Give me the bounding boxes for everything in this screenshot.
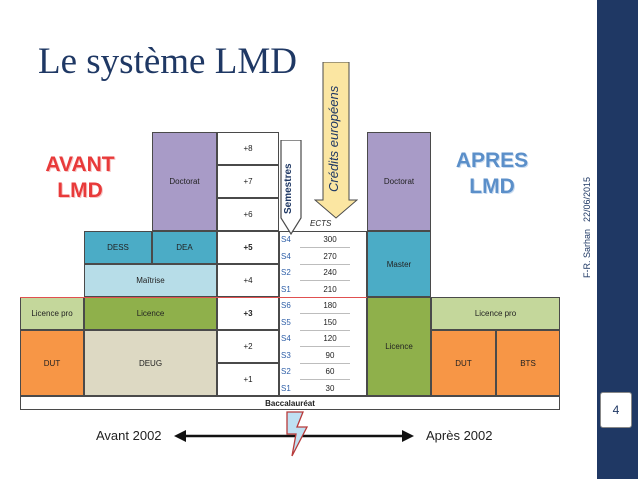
semester-label: S4 [281, 252, 291, 261]
page-title: Le système LMD [38, 41, 297, 82]
semester-label: S1 [281, 384, 291, 393]
ects-gridline [300, 280, 350, 281]
credits-europeens-label: Crédits européens [326, 85, 341, 192]
timeline-double-arrow-icon [174, 430, 414, 442]
ects-gridline [300, 313, 350, 314]
ects-value: 30 [325, 384, 335, 393]
apres-line1: APRES [455, 149, 529, 172]
ects-gridline [300, 264, 350, 265]
level-cell: +8 [217, 132, 279, 165]
level-cell: +7 [217, 165, 279, 198]
level-cell: +5 [217, 231, 279, 264]
semester-label: S2 [281, 367, 291, 376]
dea-box: DEA [152, 231, 217, 264]
bts-box: BTS [496, 330, 560, 396]
level-cell: +2 [217, 330, 279, 363]
apres-line2: LMD [469, 175, 515, 198]
slide-author: F-R. Sarhan [582, 228, 592, 278]
avant-line1: AVANT [45, 153, 115, 176]
master-box: Master [367, 231, 431, 297]
dess-box: DESS [84, 231, 152, 264]
page-number: 4 [600, 392, 632, 428]
semester-label: S4 [281, 334, 291, 343]
deug-box: DEUG [84, 330, 217, 396]
semester-label: S1 [281, 285, 291, 294]
slide-date: 22/06/2015 [582, 176, 592, 222]
ects-value: 270 [323, 252, 337, 261]
semester-label: S6 [281, 301, 291, 310]
ects-value: 180 [323, 301, 337, 310]
apres-lmd-label: APRES LMD [452, 148, 532, 200]
level-cell: +3 [217, 297, 279, 330]
ects-value: 90 [325, 351, 335, 360]
ects-value: 60 [325, 367, 335, 376]
ects-value: 240 [323, 268, 337, 277]
credits-arrow-icon [314, 62, 358, 219]
ects-value: 300 [323, 235, 337, 244]
level-cell: +4 [217, 264, 279, 297]
ects-value: 120 [323, 334, 337, 343]
ects-gridline [300, 363, 350, 364]
licence-pro-box-left: Licence pro [20, 297, 84, 330]
licence-box-left: Licence [84, 297, 217, 330]
semestres-label: Semestres [283, 163, 294, 214]
licence-pro-box-right: Licence pro [431, 297, 560, 330]
ects-value: 210 [323, 285, 337, 294]
licence-level-line [20, 297, 560, 298]
timeline-right-label: Après 2002 [426, 428, 493, 443]
ects-label: ECTS [310, 219, 332, 228]
doctorat-box-right: Doctorat [367, 132, 431, 231]
semester-label: S2 [281, 268, 291, 277]
semester-label: S3 [281, 351, 291, 360]
level-cell: +6 [217, 198, 279, 231]
dut-box-right: DUT [431, 330, 496, 396]
maitrise-box: Maîtrise [84, 264, 217, 297]
timeline-left-label: Avant 2002 [96, 428, 162, 443]
avant-lmd-label: AVANT LMD [40, 152, 120, 204]
licence-box-right: Licence [367, 297, 431, 396]
ects-gridline [300, 346, 350, 347]
ects-gridline [300, 247, 350, 248]
baccalaureat-bar: Baccalauréat [20, 396, 560, 410]
ects-gridline [300, 379, 350, 380]
level-cell: +1 [217, 363, 279, 396]
semester-label: S4 [281, 235, 291, 244]
ects-value: 150 [323, 318, 337, 327]
ects-gridline [300, 330, 350, 331]
dut-box-left: DUT [20, 330, 84, 396]
avant-line2: LMD [57, 179, 103, 202]
doctorat-box-left: Doctorat [152, 132, 217, 231]
semestres-arrow-icon [280, 140, 302, 236]
lightning-icon [286, 411, 309, 457]
semester-label: S5 [281, 318, 291, 327]
